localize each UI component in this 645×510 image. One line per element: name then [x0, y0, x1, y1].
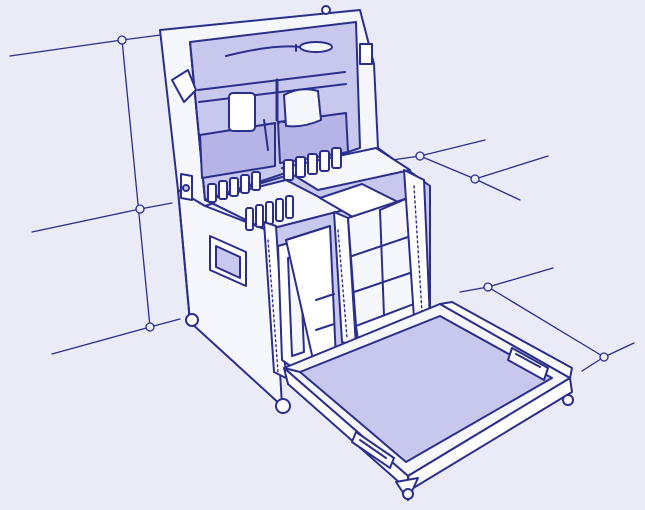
- caster-wheel-icon: [185, 313, 199, 327]
- caster-wheel-icon: [562, 394, 574, 406]
- case-body: [177, 173, 291, 414]
- storage-case-white: [277, 225, 337, 371]
- grid-joints: [117, 35, 609, 362]
- caster-wheel-icon: [275, 398, 291, 414]
- bottle-row-right: [283, 147, 342, 181]
- drawer-tray: [283, 301, 574, 501]
- box-stack: [319, 183, 417, 341]
- background-grid: [9, 33, 635, 372]
- bottle-row-left: [207, 171, 294, 231]
- caster-wheel-icon: [402, 488, 414, 500]
